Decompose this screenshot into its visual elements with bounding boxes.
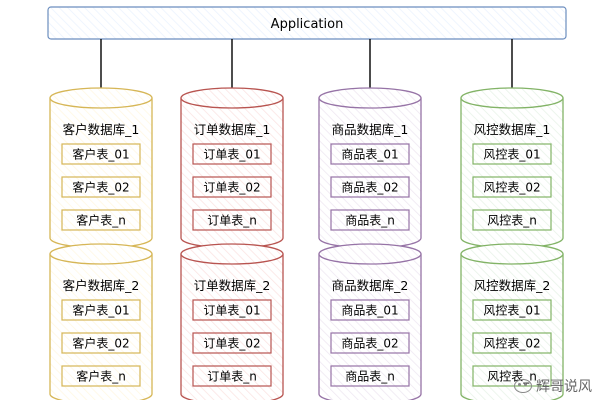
table-label: 客户表_n bbox=[76, 369, 126, 384]
table-box: 风控表_n bbox=[472, 209, 552, 231]
table-label: 商品表_02 bbox=[341, 180, 398, 195]
watermark-text: 辉哥说风 bbox=[536, 379, 592, 395]
database-name: 客户数据库_1 bbox=[63, 122, 140, 137]
database-order-2: 订单数据库_2 订单表_01 订单表_02 订单表_n bbox=[180, 243, 284, 400]
database-order-1: 订单数据库_1 订单表_01 订单表_02 订单表_n bbox=[180, 87, 284, 249]
database-product-1: 商品数据库_1 商品表_01 商品表_02 商品表_n bbox=[318, 87, 422, 249]
table-label: 风控表_01 bbox=[483, 304, 540, 318]
table-box: 订单表_01 bbox=[192, 299, 272, 321]
database-name: 商品数据库_2 bbox=[332, 278, 409, 293]
table-box: 商品表_02 bbox=[330, 176, 410, 198]
table-label: 风控表_02 bbox=[483, 337, 540, 351]
table-box: 客户表_01 bbox=[61, 143, 141, 165]
table-label: 订单表_n bbox=[207, 214, 257, 228]
table-label: 客户表_n bbox=[76, 213, 126, 228]
table-box: 订单表_n bbox=[192, 365, 272, 387]
database-product-2: 商品数据库_2 商品表_01 商品表_02 商品表_n bbox=[318, 243, 422, 400]
table-label: 订单表_01 bbox=[203, 304, 260, 318]
database-name: 风控数据库_2 bbox=[474, 278, 551, 293]
table-box: 商品表_n bbox=[330, 209, 410, 231]
table-label: 客户表_02 bbox=[72, 180, 129, 195]
watermark: 辉哥说风 bbox=[514, 376, 592, 396]
table-label: 订单表_02 bbox=[203, 181, 260, 195]
application-layer: Application bbox=[47, 6, 567, 40]
table-box: 商品表_01 bbox=[330, 299, 410, 321]
table-label: 订单表_n bbox=[207, 370, 257, 384]
table-box: 订单表_n bbox=[192, 209, 272, 231]
table-box: 客户表_02 bbox=[61, 332, 141, 354]
database-name: 订单数据库_1 bbox=[194, 122, 271, 137]
database-name: 风控数据库_1 bbox=[474, 122, 551, 137]
table-label: 商品表_01 bbox=[341, 147, 398, 162]
table-box: 风控表_02 bbox=[472, 176, 552, 198]
table-box: 客户表_01 bbox=[61, 299, 141, 321]
table-box: 商品表_n bbox=[330, 365, 410, 387]
database-name: 商品数据库_1 bbox=[332, 122, 409, 137]
table-box: 商品表_01 bbox=[330, 143, 410, 165]
database-name: 客户数据库_2 bbox=[63, 278, 140, 293]
table-label: 商品表_n bbox=[345, 369, 395, 384]
table-box: 客户表_n bbox=[61, 209, 141, 231]
application-box bbox=[47, 6, 567, 40]
table-label: 商品表_02 bbox=[341, 336, 398, 351]
table-label: 风控表_02 bbox=[483, 181, 540, 195]
database-name: 订单数据库_2 bbox=[194, 278, 271, 293]
database-customer-2: 客户数据库_2 客户表_01 客户表_02 客户表_n bbox=[49, 243, 153, 400]
table-box: 风控表_01 bbox=[472, 143, 552, 165]
table-box: 订单表_01 bbox=[192, 143, 272, 165]
table-label: 商品表_n bbox=[345, 213, 395, 228]
table-box: 订单表_02 bbox=[192, 176, 272, 198]
wechat-icon bbox=[514, 379, 532, 393]
table-label: 商品表_01 bbox=[341, 303, 398, 318]
table-label: 风控表_n bbox=[487, 214, 537, 228]
table-label: 风控表_01 bbox=[483, 148, 540, 162]
table-label: 客户表_02 bbox=[72, 336, 129, 351]
arrow-layer bbox=[96, 39, 517, 104]
table-box: 客户表_n bbox=[61, 365, 141, 387]
application-label: Application bbox=[271, 17, 344, 32]
table-label: 订单表_02 bbox=[203, 337, 260, 351]
table-label: 客户表_01 bbox=[72, 303, 129, 318]
table-box: 商品表_02 bbox=[330, 332, 410, 354]
table-box: 客户表_02 bbox=[61, 176, 141, 198]
database-layer: 客户数据库_1 客户表_01 客户表_02 客户表_n 客户数据库_2 客户表_01 客户表… bbox=[49, 87, 564, 400]
table-box: 风控表_02 bbox=[472, 332, 552, 354]
database-customer-1: 客户数据库_1 客户表_01 客户表_02 客户表_n bbox=[49, 87, 153, 249]
table-box: 订单表_02 bbox=[192, 332, 272, 354]
database-risk-1: 风控数据库_1 风控表_01 风控表_02 风控表_n bbox=[460, 87, 564, 249]
table-label: 订单表_01 bbox=[203, 148, 260, 162]
table-box: 风控表_01 bbox=[472, 299, 552, 321]
table-label: 客户表_01 bbox=[72, 147, 129, 162]
